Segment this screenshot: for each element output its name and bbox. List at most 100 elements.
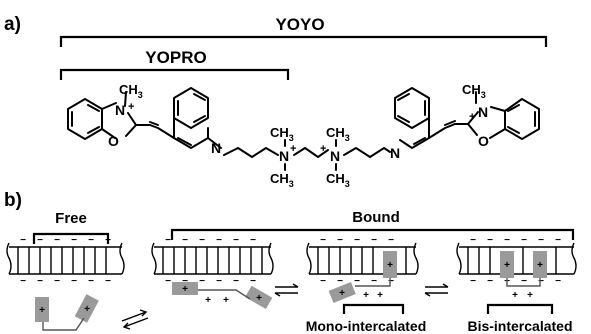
phosphate-charge: − — [88, 276, 94, 287]
mono-dye-intercalated-chromophore — [383, 251, 397, 278]
phosphate-charge: − — [20, 276, 26, 287]
phosphate-charge: − — [337, 276, 343, 287]
equilibrium-arrow-2 — [274, 283, 299, 297]
bis-dye-charge-mid1: + — [512, 290, 518, 301]
break-mark-left — [456, 242, 462, 275]
groove-dye-charge-left: + — [182, 284, 188, 295]
right-ammonium-methyl-bottom: CH3 — [326, 171, 350, 189]
mono-intercalated-dye: + + + + — [328, 251, 397, 303]
left-o-atom: O — [108, 133, 119, 149]
phosphate-charge: − — [504, 235, 510, 246]
free-dye-linker — [42, 317, 85, 331]
phosphate-charge: − — [54, 276, 60, 287]
phosphate-charge: − — [105, 276, 111, 287]
left-quinoline-n: N — [211, 140, 221, 156]
phosphate-charge: − — [320, 276, 326, 287]
bound-bracket — [170, 228, 575, 240]
phosphate-charge: − — [182, 276, 188, 287]
ladder-groove: −−−−−−−−−−−− — [151, 235, 274, 287]
right-propyl-chain — [343, 147, 391, 158]
right-n-charge: + — [469, 111, 475, 123]
break-mark-left — [306, 242, 312, 275]
phosphate-charge: − — [487, 235, 493, 246]
right-ammonium-methyl-top: CH3 — [326, 125, 350, 143]
free-dye-charge-right: + — [84, 304, 90, 315]
right-n-atom: N — [478, 104, 488, 120]
yopro-bracket — [59, 68, 290, 80]
phosphate-charge: − — [555, 276, 561, 287]
break-mark-left — [6, 242, 12, 275]
phosphate-charge: − — [371, 276, 377, 287]
bis-intercalated-label: Bis-intercalated — [467, 318, 572, 334]
groove-bound-dye: + + + + — [172, 282, 273, 310]
left-quinoline — [149, 87, 222, 149]
bis-dye-charge-right: + — [537, 260, 543, 271]
mono-dye-charge-left: + — [339, 288, 345, 299]
phosphate-charge: − — [555, 235, 561, 246]
phosphate-charge: − — [538, 235, 544, 246]
phosphate-charge: − — [182, 235, 188, 246]
bis-bracket — [486, 303, 554, 314]
break-mark-right — [268, 242, 274, 275]
phosphate-charge: − — [470, 235, 476, 246]
phosphate-charge: − — [233, 235, 239, 246]
phosphate-charge: − — [320, 235, 326, 246]
bis-intercalated-dye: + + + + — [500, 251, 547, 301]
right-quinoline — [394, 87, 456, 149]
left-ammonium-charge: + — [290, 143, 296, 155]
free-dye-chromophore-right — [74, 294, 99, 323]
phosphate-charge: − — [165, 235, 171, 246]
left-methyl: CH3 — [119, 82, 143, 100]
phosphate-charge: − — [250, 235, 256, 246]
left-propyl-chain — [223, 147, 279, 158]
dna-ladders: −−−−−−−−−−−−−−−−−−−−−−−−−−−−−−−−−−−−−−−−… — [6, 235, 577, 287]
left-ammonium-n: N — [279, 148, 289, 164]
bis-dye-linker — [506, 278, 541, 287]
bis-dye-charge-mid2: + — [527, 290, 533, 301]
phosphate-charge: − — [354, 276, 360, 287]
left-benzoxazole — [67, 91, 151, 140]
phosphate-charge: − — [105, 235, 111, 246]
panel-a-label: a) — [4, 14, 21, 35]
ladder-bis: −−−−−−−−−−−− — [456, 235, 577, 287]
groove-dye-chromophore-left — [172, 282, 198, 295]
phosphate-charge: − — [20, 235, 26, 246]
middle-propyl-chain — [293, 147, 329, 158]
left-ammonium-methyl-top: CH3 — [270, 125, 294, 143]
phosphate-charge: − — [88, 235, 94, 246]
phosphate-charge: − — [233, 276, 239, 287]
mono-dye-free-chromophore — [328, 281, 356, 303]
right-quinoline-n: N — [390, 145, 400, 161]
panel-b-label: b) — [4, 190, 22, 211]
phosphate-charge: − — [337, 235, 343, 246]
equilibrium-arrow-3 — [424, 283, 449, 297]
mono-intercalated-label: Mono-intercalated — [306, 318, 427, 334]
phosphate-charge: − — [37, 235, 43, 246]
mono-bracket — [342, 303, 405, 314]
free-dye-chromophore-left — [35, 297, 49, 322]
phosphate-charge: − — [71, 235, 77, 246]
break-mark-right — [571, 242, 577, 275]
phosphate-charge: − — [199, 276, 205, 287]
free-label: Free — [55, 210, 87, 227]
phosphate-charge: − — [470, 276, 476, 287]
groove-dye-charge-mid2: + — [223, 295, 229, 306]
yoyo-bracket — [59, 35, 548, 47]
yopro-label: YOPRO — [145, 48, 206, 67]
groove-dye-linker — [198, 289, 251, 300]
equilibrium-arrow-1 — [121, 309, 149, 330]
phosphate-charge: − — [199, 235, 205, 246]
phosphate-charge: − — [216, 276, 222, 287]
mono-dye-charge-mid1: + — [363, 290, 369, 301]
phosphate-charge: − — [538, 276, 544, 287]
phosphate-charge: − — [165, 276, 171, 287]
phosphate-charge: − — [521, 235, 527, 246]
break-mark-left — [151, 242, 157, 275]
phosphate-charge: − — [487, 276, 493, 287]
bound-label: Bound — [352, 209, 399, 226]
left-n-atom: N — [115, 102, 125, 118]
bis-dye-charge-left: + — [504, 260, 510, 271]
free-bracket — [32, 232, 110, 244]
